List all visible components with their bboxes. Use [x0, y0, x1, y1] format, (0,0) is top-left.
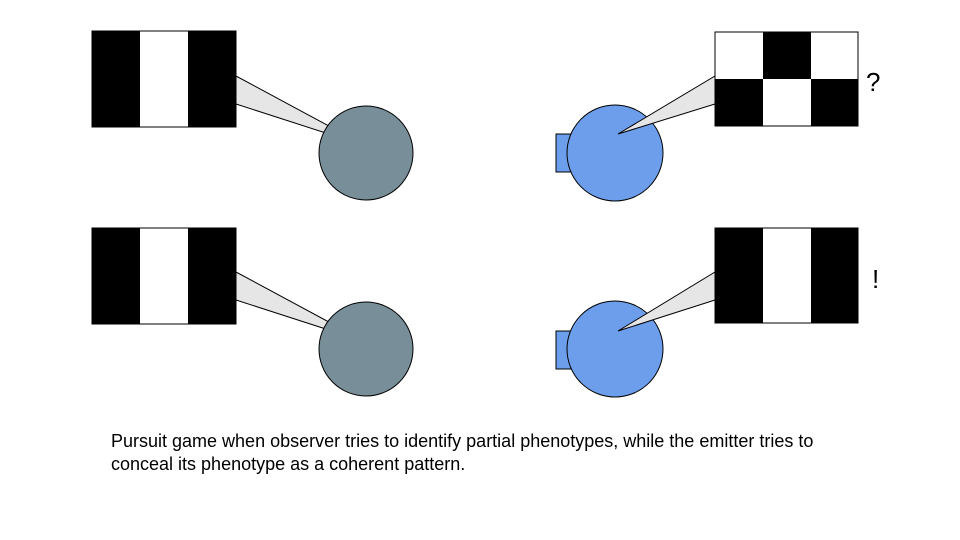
emitter-beam-1 [617, 75, 716, 135]
row-1: ? [91, 30, 880, 202]
pattern-cell [763, 32, 811, 79]
pattern-cell [763, 228, 811, 323]
observer-agent-2 [91, 227, 414, 397]
emitter-agent-2: ! [555, 227, 879, 398]
diagram-caption: Pursuit game when observer tries to iden… [111, 431, 814, 474]
observer-pattern-2 [91, 227, 237, 325]
pattern-cell [140, 31, 188, 127]
pattern-frame [714, 31, 859, 127]
pattern-cell [92, 31, 140, 127]
pattern-cell [188, 228, 236, 324]
emitter-body-2 [566, 300, 664, 398]
pattern-cell [92, 228, 140, 324]
observer-pattern-1 [91, 30, 237, 128]
row-2: ! [91, 227, 879, 398]
emitter-pattern-1 [714, 31, 859, 127]
observer-agent-1 [91, 30, 414, 201]
emitter-body-1 [566, 104, 664, 202]
observer-body-2 [318, 301, 414, 397]
pattern-cell [715, 228, 763, 323]
emitter-beam-2 [617, 271, 716, 332]
pattern-cell [188, 31, 236, 127]
pattern-frame [714, 227, 859, 324]
emitter-agent-1: ? [555, 31, 880, 202]
pattern-cell [763, 79, 811, 126]
pattern-cell [811, 32, 858, 79]
pattern-cell [715, 79, 763, 126]
exclamation-mark: ! [872, 264, 879, 294]
pattern-cell [811, 79, 858, 126]
pattern-cell [715, 32, 763, 79]
pattern-cell [140, 228, 188, 324]
emitter-pattern-2 [714, 227, 859, 324]
observer-body-1 [318, 105, 414, 201]
question-mark: ? [866, 67, 880, 97]
pattern-cell [811, 228, 858, 323]
